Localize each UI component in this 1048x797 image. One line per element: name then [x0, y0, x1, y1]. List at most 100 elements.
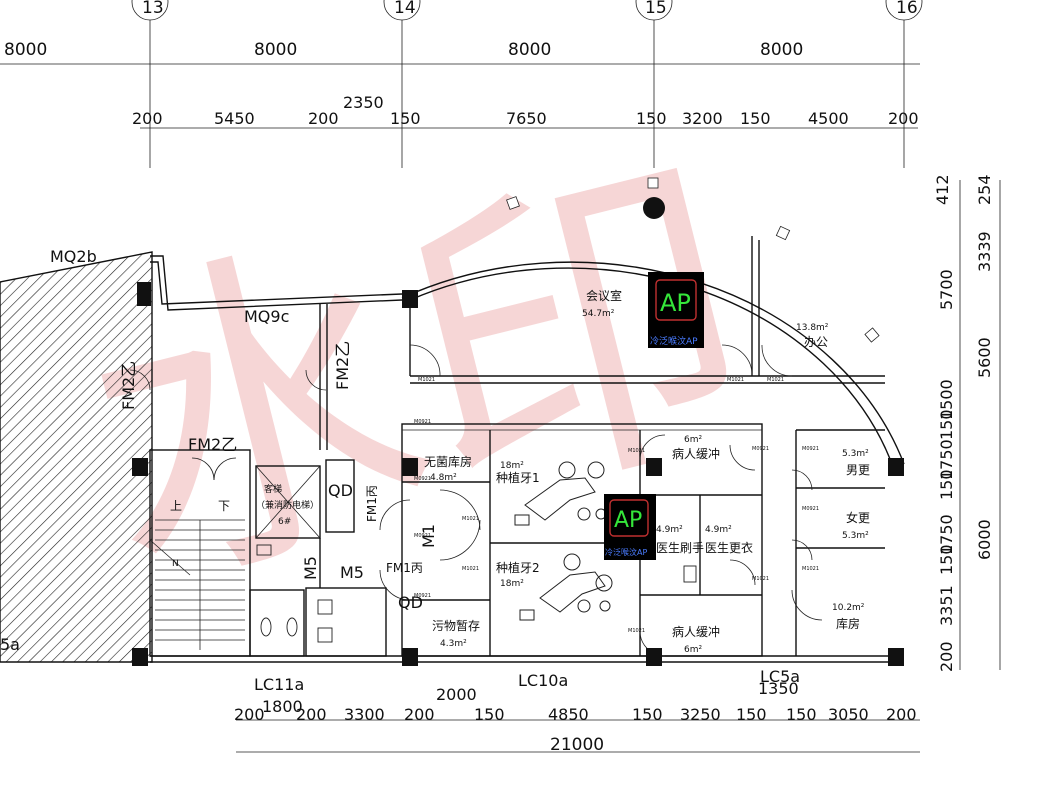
dim-right-1: 254 [975, 174, 994, 205]
logo-text: AP [660, 289, 691, 317]
label-lc10a: LC10a [518, 671, 568, 690]
top-dimension-row-1: 8000 8000 8000 8000 [0, 40, 920, 65]
dim-bot-3: 3300 [344, 705, 385, 724]
arc-markers [506, 177, 880, 343]
bottom-dimension-total: 21000 [236, 735, 920, 755]
door-tag: M0921 [414, 533, 431, 539]
dim-right-2: 3339 [975, 231, 994, 272]
label-north: N [172, 559, 179, 569]
dim-top1-3: 8000 [760, 40, 803, 60]
label-left-edge: 5a [0, 635, 20, 654]
dim-top1-0: 8000 [4, 40, 47, 60]
label-fm1-b: FM1丙 [386, 561, 423, 575]
room-scrub-name: 医生刷手 [656, 541, 704, 555]
ap-logo-badge-1: AP 冷泛喉汶AP [648, 272, 704, 348]
toilet-fixtures [256, 544, 697, 643]
room-change-name: 医生更衣 [705, 540, 753, 555]
room-elevator-3: 6# [278, 517, 291, 527]
door-tag: M0921 [802, 446, 819, 452]
label-fm2-left: FM2乙 [119, 361, 138, 410]
label-fm2-corr: FM2乙 [333, 341, 352, 390]
door-swings [129, 344, 823, 657]
label-lc11a: LC11a [254, 675, 304, 694]
axis-label-13: 13 [142, 0, 164, 18]
dim-top2-2: 200 [308, 109, 339, 128]
dim-bot-12: 200 [886, 705, 917, 724]
label-m1: M1 [419, 524, 438, 548]
dim-right-3: 5700 [937, 269, 956, 310]
dim-bot-9: 150 [736, 705, 767, 724]
door-tag: M1021 [767, 377, 784, 383]
dim-bot-11: 3050 [828, 705, 869, 724]
label-up: 上 [170, 499, 182, 513]
room-buffer-bot-area: 6m² [684, 645, 702, 655]
logo-caption: 冷泛喉汶AP [650, 335, 698, 347]
door-tag: M1021 [628, 628, 645, 634]
room-buffer-bot-name: 病人缓冲 [672, 624, 720, 639]
label-qd-2: QD [398, 593, 423, 612]
room-change-area: 4.9m² [705, 525, 732, 535]
room-labels: 会议室 54.7m² 13.8m² 办公 客梯 （兼消防电梯） 6# 无菌库房 … [256, 288, 870, 655]
dim-bot-0: 200 [234, 705, 265, 724]
dim-bot-6: 4850 [548, 705, 589, 724]
dim-bot-right: 1350 [758, 679, 799, 698]
room-meeting-area: 54.7m² [582, 309, 615, 319]
stair-treads [149, 519, 245, 650]
label-qd-1: QD [328, 481, 353, 500]
room-male-name: 男更 [846, 463, 870, 477]
dim-top2-8: 150 [740, 109, 771, 128]
top-dimension-row-2: 200 5450 200 2350 150 7650 150 3200 150 … [132, 93, 919, 129]
room-storage-name: 库房 [836, 616, 860, 631]
room-waste-area: 4.3m² [440, 639, 467, 649]
door-tag: M0921 [414, 593, 431, 599]
component-labels: MQ2b MQ9c FM2乙 FM2乙 FM2乙 LC11a LC10a LC5… [0, 247, 800, 694]
dim-top1-2: 8000 [508, 40, 551, 60]
dim-bot-mid: 2000 [436, 685, 477, 704]
room-implant1-name: 种植牙1 [496, 470, 540, 485]
room-office-name: 办公 [804, 334, 828, 349]
room-storage-area: 10.2m² [832, 603, 865, 613]
door-tag: M1021 [628, 448, 645, 454]
dim-top2-3: 2350 [343, 93, 384, 112]
dim-right-6: 150 [937, 409, 956, 440]
walls [149, 236, 905, 663]
dental-chair-1 [514, 461, 607, 526]
dim-top2-5: 7650 [506, 109, 547, 128]
ap-logo-badge-2: AP 冷泛喉汶AP [604, 494, 656, 560]
room-scrub-area: 4.9m² [656, 525, 683, 535]
axis-label-15: 15 [645, 0, 667, 18]
door-tag: M0921 [414, 419, 431, 425]
dim-right-10: 6000 [975, 519, 994, 560]
room-female-area: 5.3m² [842, 531, 869, 541]
dim-right-4: 5600 [975, 337, 994, 378]
room-elevator-2: （兼消防电梯） [256, 499, 319, 511]
dim-right-11: 150 [937, 544, 956, 575]
door-tag: M1021 [418, 377, 435, 383]
room-buffer-top-name: 病人缓冲 [672, 446, 720, 461]
dim-bot-10: 150 [786, 705, 817, 724]
dim-right-0: 412 [933, 174, 952, 205]
structural-columns [132, 197, 904, 666]
dim-top2-9: 4500 [808, 109, 849, 128]
dim-top2-4: 150 [390, 109, 421, 128]
room-male-area: 5.3m² [842, 449, 869, 459]
dim-bot-7: 150 [632, 705, 663, 724]
label-mq2b: MQ2b [50, 247, 97, 266]
dim-top2-6: 150 [636, 109, 667, 128]
dim-right-9: 1750 [937, 514, 956, 555]
room-buffer-top-area: 6m² [684, 435, 702, 445]
door-tag: M1021 [462, 566, 479, 572]
dim-bot-total: 21000 [550, 735, 604, 755]
dim-right-12: 3351 [937, 585, 956, 626]
elevator-shaft [255, 465, 321, 539]
dim-right-5: 1500 [937, 379, 956, 420]
room-meeting-name: 会议室 [586, 288, 622, 303]
door-tags: M1021 M1021 M1021 M0921 M0921 M0921 M092… [414, 377, 819, 634]
dim-top2-0: 200 [132, 109, 163, 128]
door-tag: M1021 [462, 516, 479, 522]
room-sterile-area: 4.8m² [430, 473, 457, 483]
dim-right-13: 200 [937, 641, 956, 672]
dim-top2-7: 3200 [682, 109, 723, 128]
